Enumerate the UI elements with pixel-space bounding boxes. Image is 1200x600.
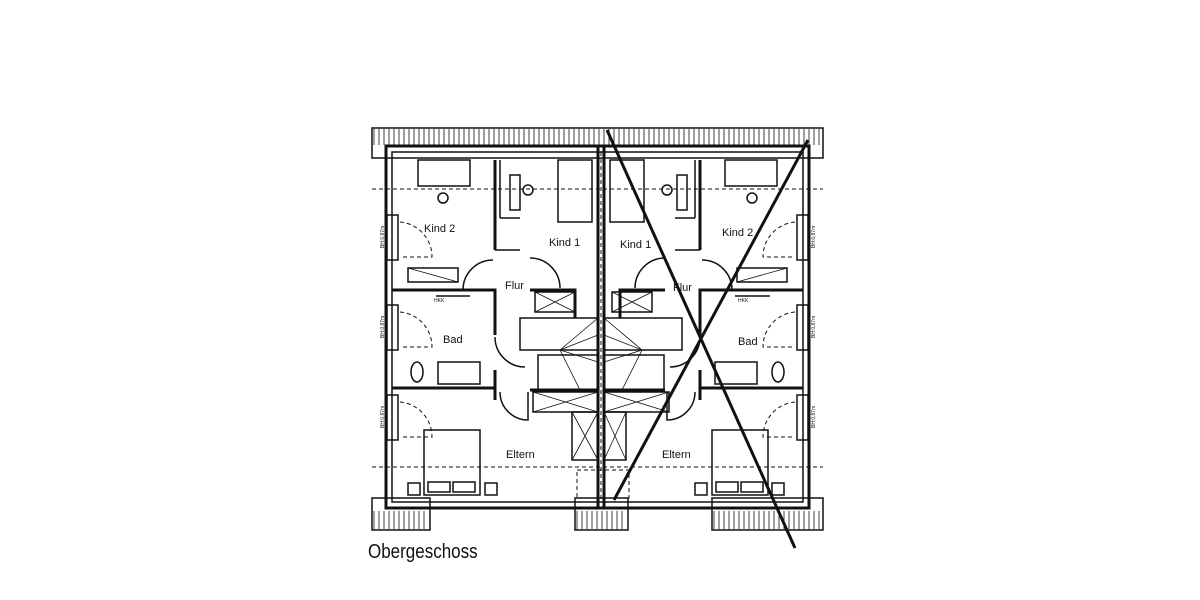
floor-title: Obergeschoss bbox=[368, 541, 478, 563]
window-label: BH:0,87m bbox=[380, 406, 386, 428]
window-label: BH:0,87m bbox=[811, 406, 817, 428]
room-label-eltern-left: Eltern bbox=[506, 449, 535, 461]
room-label-bad-left: Bad bbox=[443, 334, 463, 346]
roof-eave-bottom bbox=[371, 497, 824, 531]
window-label: BH:0,87m bbox=[380, 316, 386, 338]
hkk-label-left: HKK bbox=[434, 298, 445, 304]
window-label: BH:0,87m bbox=[811, 316, 817, 338]
window-label: BH:0,87m bbox=[380, 226, 386, 248]
furniture bbox=[407, 159, 788, 496]
room-label-kind2-right: Kind 2 bbox=[722, 227, 753, 239]
room-label-bad-right: Bad bbox=[738, 336, 758, 348]
room-label-eltern-right: Eltern bbox=[662, 449, 691, 461]
room-label-kind1-right: Kind 1 bbox=[620, 239, 651, 251]
window-label: BH:0,87m bbox=[811, 226, 817, 248]
hkk-label-right: HKK bbox=[738, 298, 749, 304]
room-label-flur-left: Flur bbox=[505, 280, 524, 292]
windows bbox=[386, 214, 809, 441]
room-labels: Kind 2 Kind 1 Kind 1 Kind 2 Flur Flur Ba… bbox=[380, 223, 817, 461]
room-label-kind1-left: Kind 1 bbox=[549, 237, 580, 249]
roof-line-dashes bbox=[372, 188, 823, 468]
cross-out-mark bbox=[605, 129, 810, 549]
room-label-kind2-left: Kind 2 bbox=[424, 223, 455, 235]
staircase bbox=[519, 291, 683, 499]
